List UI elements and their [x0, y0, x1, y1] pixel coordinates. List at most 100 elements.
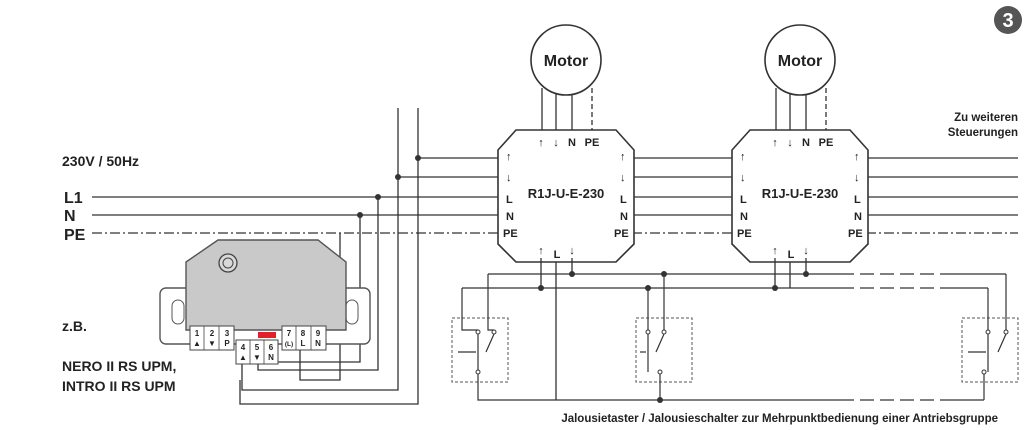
term-sym: ▼	[208, 339, 216, 348]
junction-dot	[395, 174, 401, 180]
term-n-right: N	[620, 211, 628, 223]
term-num: 5	[255, 343, 260, 352]
step-badge-circle	[994, 6, 1022, 34]
arrow-up-icon: ↑	[772, 245, 778, 257]
term-num: 3	[225, 329, 230, 338]
blind-switch-1	[451, 274, 556, 401]
module-feeds	[239, 108, 419, 405]
line-l1-label: L1	[64, 190, 83, 207]
motor-1-circle	[530, 24, 602, 96]
line-pe-label: PE	[64, 227, 86, 244]
term-n-right: N	[854, 211, 862, 223]
controller-2-terminals: ↑ ↓ N PE ↑ ↓ L N PE ↑ ↓ L N PE ↑ L ↓	[737, 137, 863, 261]
example-model-1: NERO II RS UPM,	[62, 358, 176, 374]
term-sym: N	[268, 353, 274, 362]
arrow-down-icon: ↓	[553, 137, 559, 149]
term-pe-left: PE	[737, 228, 752, 240]
controller-2-body	[731, 129, 869, 263]
term-sym: ▲	[193, 339, 201, 348]
feed-up	[239, 108, 419, 405]
arrow-down-icon: ↓	[854, 172, 860, 184]
terminal-red-marker	[258, 332, 276, 338]
term-sym: N	[315, 339, 321, 348]
switch-1-frame	[451, 317, 509, 383]
feed-l	[257, 197, 379, 371]
bus-dots	[538, 271, 809, 403]
further-controls-line2: Steuerungen	[948, 127, 1018, 139]
arrow-up-icon: ↑	[854, 151, 860, 163]
diagram-caption: Jalousietaster / Jalousieschalter zur Me…	[561, 413, 998, 425]
term-num: 6	[269, 343, 274, 352]
module-knob-icon	[218, 253, 238, 273]
terminal-block-center	[235, 339, 279, 365]
term-l-bottom: L	[788, 249, 795, 261]
junction-dot	[375, 194, 381, 200]
controller-1-terminals: ↑ ↓ N PE ↑ ↓ L N PE ↑ ↓ L N PE ↑ L ↓	[503, 137, 629, 261]
terminal-dividers	[203, 326, 312, 364]
motor-2-circle	[764, 24, 836, 96]
switch-contact	[997, 333, 1007, 353]
controller-1: Motor R1J-U-E-230 ↑ ↓ N PE ↑ ↓ L N PE ↑ …	[497, 24, 635, 263]
term-pe-left: PE	[503, 228, 518, 240]
step-badge: 3	[994, 6, 1022, 34]
arrow-down-icon: ↓	[740, 172, 746, 184]
controller-2: Motor R1J-U-E-230 ↑ ↓ N PE ↑ ↓ L N PE ↑ …	[731, 24, 869, 263]
term-sym: (L)	[285, 341, 293, 348]
blind-switch-3	[961, 274, 1019, 400]
term-n-left: N	[506, 211, 514, 223]
line-n-label: N	[64, 208, 76, 225]
term-l-left: L	[740, 194, 747, 206]
term-num: 2	[210, 329, 215, 338]
controller-1-model: R1J-U-E-230	[528, 186, 605, 201]
arrow-up-icon: ↑	[538, 245, 544, 257]
mount-slot-left	[171, 299, 185, 325]
feed-down	[241, 108, 399, 391]
arrow-up-icon: ↑	[620, 151, 626, 163]
junction-dot	[803, 271, 809, 277]
voltage-label: 230V / 50Hz	[62, 153, 139, 169]
term-pe-right: PE	[848, 228, 863, 240]
junction-dot	[772, 285, 778, 291]
further-controls-line1: Zu weiteren	[954, 112, 1018, 124]
switch-bus	[462, 258, 1006, 401]
term-n-left: N	[740, 211, 748, 223]
blind-switch-2	[635, 274, 693, 400]
arrow-down-icon: ↓	[506, 172, 512, 184]
module-knob-inner	[222, 257, 234, 269]
module-unit: 1 2 3 ▲ ▼ P 4 5 6 ▲ ▼ N 7 8 9 (L) L N	[159, 239, 371, 365]
arrow-up-icon: ↑	[740, 151, 746, 163]
term-pe-top: PE	[585, 137, 600, 149]
term-num: 4	[241, 343, 246, 352]
controller-1-body	[497, 129, 635, 263]
junction-dot	[569, 271, 575, 277]
mount-slot-right	[345, 299, 359, 325]
term-num: 1	[195, 329, 200, 338]
term-num: 8	[301, 329, 306, 338]
term-pe-right: PE	[614, 228, 629, 240]
switch-wire	[487, 274, 494, 331]
step-badge-number: 3	[1002, 10, 1013, 32]
switch-3-frame	[961, 317, 1019, 383]
term-sym: ▼	[253, 353, 261, 362]
arrow-up-icon: ↑	[506, 151, 512, 163]
term-l-left: L	[506, 194, 513, 206]
term-l-right: L	[854, 194, 861, 206]
junction-dot	[415, 155, 421, 161]
motor-2-label: Motor	[778, 53, 822, 70]
term-sym: L	[301, 339, 306, 348]
terminal-block-right	[281, 325, 327, 351]
arrow-down-icon: ↓	[787, 137, 793, 149]
switch-wire	[461, 288, 478, 331]
term-pe-top: PE	[819, 137, 834, 149]
switch-contact	[655, 333, 665, 353]
controller-2-model: R1J-U-E-230	[762, 186, 839, 201]
term-sym: ▲	[239, 353, 247, 362]
junction-dot	[357, 212, 363, 218]
terminal-block-left	[189, 325, 235, 351]
switch-contact	[485, 333, 495, 353]
junction-dots	[357, 155, 421, 218]
arrow-up-icon: ↑	[772, 137, 778, 149]
terminal-labels: 1 2 3 ▲ ▼ P 4 5 6 ▲ ▼ N 7 8 9 (L) L N	[193, 329, 321, 362]
module-housing	[185, 239, 347, 331]
